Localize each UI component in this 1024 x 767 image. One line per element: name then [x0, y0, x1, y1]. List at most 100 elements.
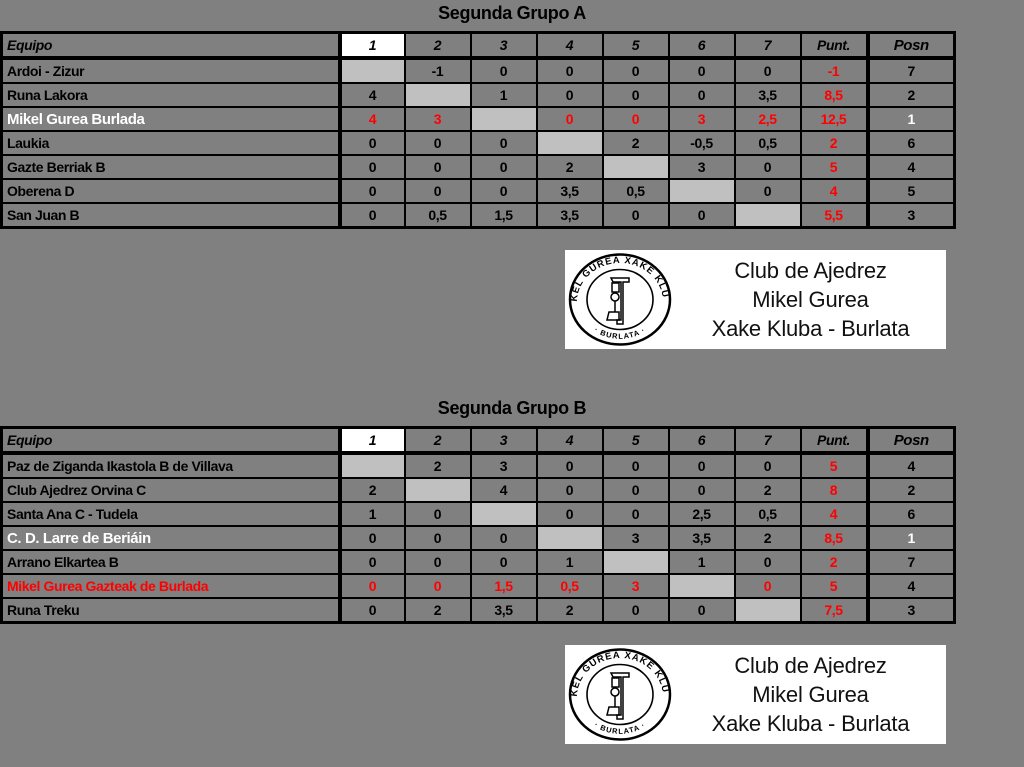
score-cell: 0 [733, 154, 802, 180]
position-cell: 7 [865, 57, 956, 84]
score-cell: 2 [601, 130, 670, 156]
header-points: Punt. [799, 31, 869, 60]
team-name: Club Ajedrez Orvina C [0, 477, 342, 503]
position-cell: 3 [865, 202, 956, 229]
club-line-3: Xake Kluba - Burlata [711, 316, 910, 341]
club-line-2: Mikel Gurea [752, 287, 869, 312]
team-name: Runa Lakora [0, 82, 342, 108]
position-cell: 3 [865, 597, 956, 624]
team-name: Laukia [0, 130, 342, 156]
score-cell: 0 [667, 82, 736, 108]
position-cell: 4 [865, 573, 956, 599]
points-cell: 2 [799, 549, 869, 575]
score-cell: 0,5 [403, 202, 472, 229]
score-cell: 3 [601, 525, 670, 551]
position-cell: 1 [865, 525, 956, 551]
score-cell: 0 [338, 525, 406, 551]
score-cell: 0 [338, 597, 406, 624]
score-cell: 3,5 [535, 202, 604, 229]
header-col-3: 3 [469, 426, 538, 455]
points-cell: -1 [799, 57, 869, 84]
self-cell [733, 202, 802, 229]
score-cell: 0 [733, 57, 802, 84]
score-cell: 0 [338, 573, 406, 599]
score-cell: 0 [535, 57, 604, 84]
club-logo-a: MIKEL GUREA XAKE KLUBA · BURLATA · Club … [565, 250, 946, 349]
score-cell: 3,5 [535, 178, 604, 204]
score-cell: 2 [403, 452, 472, 479]
score-cell: 0 [338, 178, 406, 204]
score-cell: 0 [667, 202, 736, 229]
score-cell: 0 [469, 178, 538, 204]
score-cell: 0 [601, 57, 670, 84]
score-cell: 2 [403, 597, 472, 624]
score-cell: 0 [667, 452, 736, 479]
points-cell: 7,5 [799, 597, 869, 624]
score-cell: 0 [403, 573, 472, 599]
header-col-2: 2 [403, 31, 472, 60]
score-cell: 0 [601, 106, 670, 132]
points-cell: 8 [799, 477, 869, 503]
self-cell [338, 57, 406, 84]
club-line-1: Club de Ajedrez [734, 258, 887, 283]
position-cell: 4 [865, 452, 956, 479]
score-cell: 0 [469, 154, 538, 180]
score-cell: 0 [338, 549, 406, 575]
score-cell: 0 [469, 130, 538, 156]
club-line-2: Mikel Gurea [752, 682, 869, 707]
self-cell [338, 452, 406, 479]
club-emblem-icon: MIKEL GUREA XAKE KLUBA · BURLATA · [565, 250, 672, 346]
team-name: Gazte Berriak B [0, 154, 342, 180]
club-emblem-icon: MIKEL GUREA XAKE KLUBA · BURLATA · [565, 645, 672, 741]
score-cell: 2 [338, 477, 406, 503]
club-name-text: Club de Ajedrez Mikel Gurea Xake Kluba -… [675, 651, 946, 738]
score-cell: 0 [403, 549, 472, 575]
score-cell: 0,5 [601, 178, 670, 204]
header-col-5: 5 [601, 31, 670, 60]
score-cell: 0 [733, 549, 802, 575]
score-cell: 0,5 [535, 573, 604, 599]
score-cell: 0 [469, 549, 538, 575]
points-cell: 8,5 [799, 82, 869, 108]
score-cell: 1 [338, 501, 406, 527]
position-cell: 6 [865, 130, 956, 156]
team-name: Mikel Gurea Burlada [0, 106, 342, 132]
header-col-3: 3 [469, 31, 538, 60]
header-col-6: 6 [667, 426, 736, 455]
points-cell: 5 [799, 452, 869, 479]
score-cell: 0,5 [733, 501, 802, 527]
score-cell: 4 [469, 477, 538, 503]
position-cell: 2 [865, 82, 956, 108]
score-cell: 0 [535, 501, 604, 527]
self-cell [469, 501, 538, 527]
score-cell: 0 [469, 57, 538, 84]
score-cell: 0 [535, 477, 604, 503]
team-name: San Juan B [0, 202, 342, 229]
header-col-4: 4 [535, 31, 604, 60]
score-cell: 0 [601, 501, 670, 527]
score-cell: 0,5 [733, 130, 802, 156]
points-cell: 8,5 [799, 525, 869, 551]
score-cell: 0 [338, 154, 406, 180]
score-cell: 0 [601, 452, 670, 479]
position-cell: 4 [865, 154, 956, 180]
self-cell [535, 130, 604, 156]
score-cell: 0 [601, 597, 670, 624]
team-name: C. D. Larre de Beriáin [0, 525, 342, 551]
self-cell [667, 573, 736, 599]
points-cell: 5 [799, 573, 869, 599]
points-cell: 5,5 [799, 202, 869, 229]
position-cell: 1 [865, 106, 956, 132]
score-cell: 3 [667, 106, 736, 132]
